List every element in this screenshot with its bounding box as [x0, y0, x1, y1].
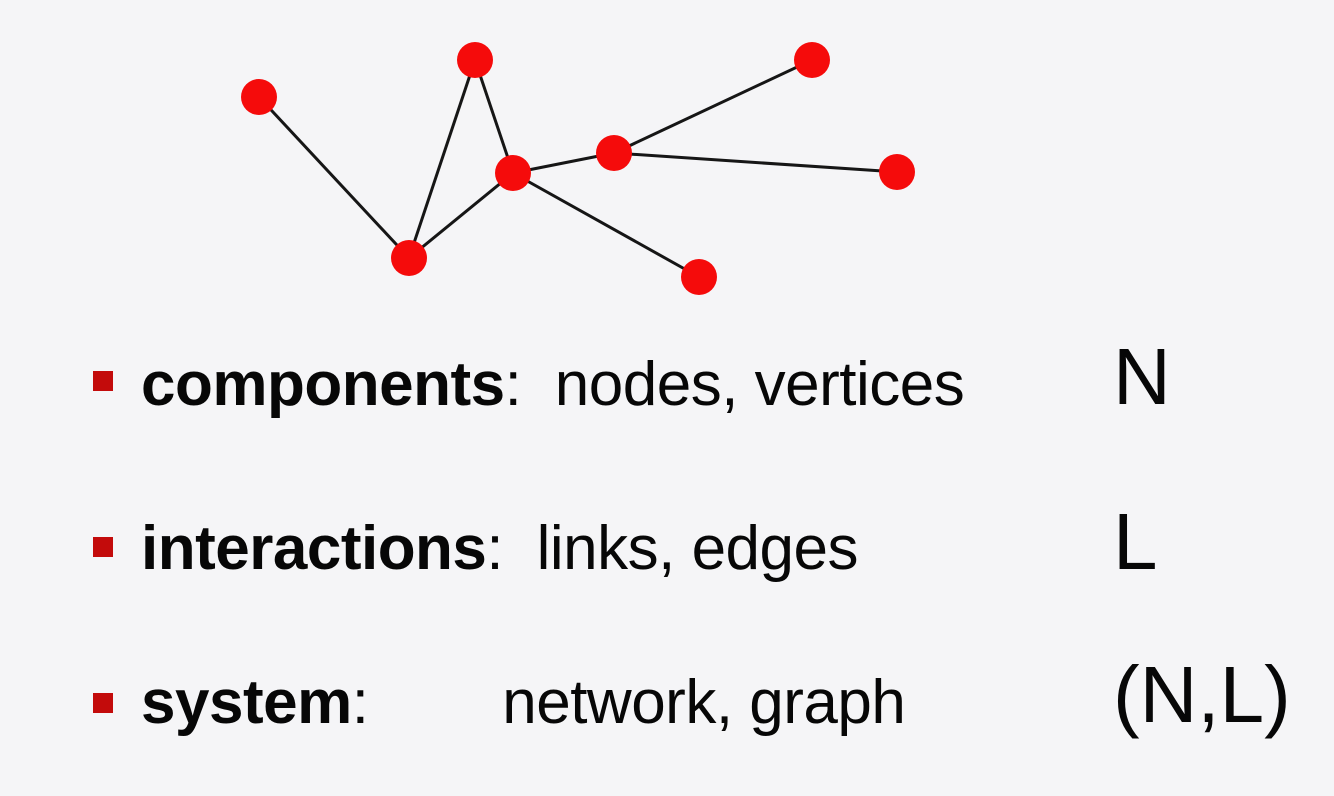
- graph-node-G: [879, 154, 915, 190]
- graph-node-F: [596, 135, 632, 171]
- bullet-rest: : links, edges: [486, 514, 859, 583]
- graph-edge-F-C: [613, 58, 813, 155]
- graph-node-D: [391, 240, 427, 276]
- bullet-term: interactions: [141, 514, 487, 583]
- symbol-n: N: [1113, 332, 1171, 421]
- graph-edge-A-D: [257, 95, 411, 260]
- graph-edge-E-H: [512, 171, 700, 279]
- graph-node-E: [495, 155, 531, 191]
- bullet-line-components: components: nodes, vertices: [141, 354, 965, 416]
- graph-node-C: [794, 42, 830, 78]
- bullet-rest: : network, graph: [351, 668, 906, 737]
- network-graph: [241, 42, 915, 295]
- symbol-l: L: [1113, 497, 1158, 586]
- bullet-line-system: system: network, graph: [141, 672, 906, 734]
- bullet-square-icon: [93, 693, 113, 713]
- graph-edge-D-E: [408, 171, 514, 260]
- bullet-line-interactions: interactions: links, edges: [141, 518, 859, 580]
- graph-edge-B-D: [407, 59, 477, 259]
- bullet-square-icon: [93, 537, 113, 557]
- graph-node-H: [681, 259, 717, 295]
- bullet-term: system: [141, 668, 352, 737]
- bullet-term: components: [141, 350, 505, 419]
- bullet-rest: : nodes, vertices: [504, 350, 965, 419]
- symbol-nl: (N,L): [1113, 650, 1291, 739]
- graph-node-A: [241, 79, 277, 115]
- graph-node-B: [457, 42, 493, 78]
- graph-edge-B-E: [473, 59, 515, 174]
- bullet-square-icon: [93, 371, 113, 391]
- graph-edge-F-G: [613, 151, 898, 174]
